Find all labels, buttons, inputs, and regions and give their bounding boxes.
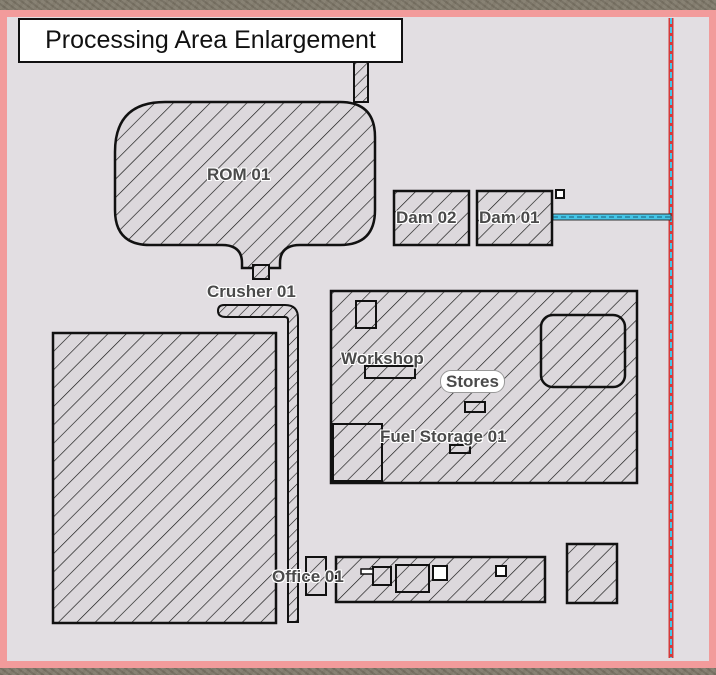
laydown-area [565,542,619,605]
label-fuel-storage: Fuel Storage 01 [380,427,507,446]
workshop-corner [332,423,383,482]
crusher [216,264,299,623]
office-link [360,568,374,575]
dam-02 [392,189,471,247]
label-dam-01: Dam 01 [479,208,540,227]
office-room-1 [372,566,392,586]
stockpile-area [51,331,278,625]
label-dam-02: Dam 02 [396,208,457,227]
label-stores: Stores [440,370,505,393]
office-hut [305,556,327,596]
workshop-pad [539,313,627,389]
label-rom: ROM 01 [207,165,271,184]
workshop-bay [364,365,416,379]
map-title: Processing Area Enlargement [18,18,403,63]
stores-building [464,401,486,413]
dam-pipeline [552,213,672,221]
dam-outlet [555,189,565,199]
office-room-3 [432,565,448,581]
office-room-2 [395,564,430,593]
label-office: Office 01 [272,567,344,586]
label-crusher: Crusher 01 [207,282,296,301]
office-room-4 [495,565,507,577]
label-workshop: Workshop [341,349,424,368]
conveyor-top [353,61,369,103]
rom-pad [113,100,377,270]
fuel-tank [449,444,471,454]
workshop-hut [355,300,377,329]
dam-01 [475,189,554,247]
